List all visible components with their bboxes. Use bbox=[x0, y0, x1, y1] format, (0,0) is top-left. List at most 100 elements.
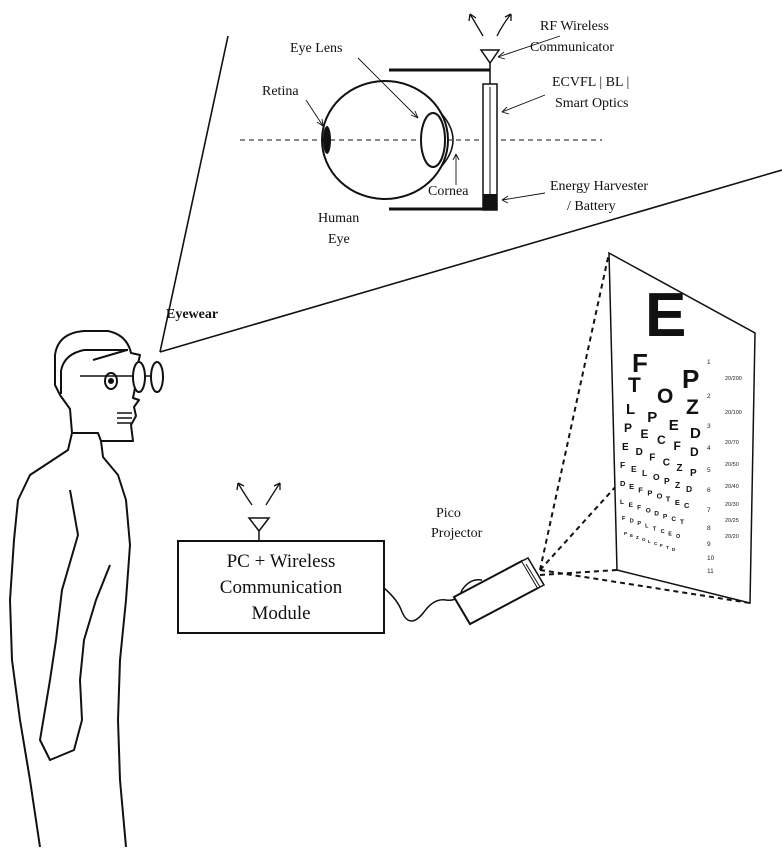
signal-wave-icon bbox=[237, 482, 253, 506]
eye-chart-acuity-value: 20/70 bbox=[725, 440, 739, 446]
eye-chart-acuity-value: 20/30 bbox=[725, 502, 739, 508]
eye-chart-letter: E bbox=[629, 482, 634, 491]
eye-chart-row-number: 6 bbox=[707, 487, 711, 494]
eye-chart-letter: D bbox=[654, 510, 659, 517]
pico-label: Pico bbox=[436, 506, 461, 521]
body-back-outline bbox=[9, 432, 73, 848]
rf-wireless-label: RF Wireless bbox=[540, 19, 609, 34]
eyewear-label: Eyewear bbox=[166, 307, 218, 322]
eye-chart-row-number: 4 bbox=[707, 445, 711, 452]
eye-chart-letter: O bbox=[676, 534, 681, 540]
signal-wave-icon bbox=[469, 13, 484, 37]
eye-chart-letter: F bbox=[649, 452, 655, 463]
retina-label: Retina bbox=[262, 84, 299, 99]
pc-module: PC + Wireless Communication Module bbox=[177, 482, 385, 634]
eye-chart-letter: O bbox=[646, 508, 651, 515]
projector-cable bbox=[383, 578, 483, 622]
cornea-shape bbox=[439, 111, 454, 169]
eye-chart-letter: C bbox=[654, 541, 658, 546]
eye-chart-letter: P bbox=[663, 513, 668, 520]
eye-chart-letter: D bbox=[636, 447, 643, 458]
eye-inset: RF Wireless Communicator Eye Lens Retina… bbox=[240, 13, 648, 247]
eye-chart-letter: D bbox=[672, 547, 676, 552]
projector-lens bbox=[521, 557, 546, 589]
eye-chart-letter: P bbox=[637, 521, 641, 527]
eye-chart-letter: P bbox=[624, 421, 632, 435]
person-figure bbox=[9, 330, 164, 848]
eye-chart-letter: O bbox=[653, 472, 660, 482]
antenna-icon bbox=[479, 49, 501, 65]
eyewear-lens bbox=[132, 361, 146, 393]
eye-chart-letter: T bbox=[628, 374, 641, 397]
energy-harvester-label-2: / Battery bbox=[567, 199, 616, 214]
antenna-icon bbox=[247, 517, 271, 533]
arm-outline bbox=[39, 489, 111, 761]
eye-chart-letter: C bbox=[684, 501, 690, 510]
optics-label: ECVFL | BL | bbox=[552, 75, 629, 90]
eye-chart-acuity-value: 20/20 bbox=[725, 534, 739, 540]
eye-chart-row-number: 1 bbox=[707, 359, 711, 366]
eye-chart-row-number: 9 bbox=[707, 541, 711, 548]
eye-chart-letter: P bbox=[624, 531, 627, 536]
eye-chart-letter: L bbox=[645, 524, 649, 530]
eye-chart-letter: F bbox=[622, 516, 626, 522]
eye-chart-letter: T bbox=[680, 519, 684, 526]
signal-wave-icon bbox=[265, 482, 281, 506]
eye-chart-letter: D bbox=[690, 445, 699, 459]
eye-chart-letter: Z bbox=[636, 535, 639, 540]
person-eye bbox=[104, 372, 118, 390]
eye-chart-letter: C bbox=[657, 433, 666, 447]
eye-chart-letter: P bbox=[690, 468, 697, 479]
eye-chart-letter: E bbox=[622, 442, 629, 453]
eye-chart-letter: O bbox=[642, 537, 646, 542]
eye-lens-shape bbox=[420, 112, 446, 168]
pc-label-line2: Communication bbox=[220, 577, 343, 598]
pc-label-line3: Module bbox=[251, 603, 310, 624]
eye-chart-letter: F bbox=[632, 348, 648, 378]
eye-chart-letter: C bbox=[663, 458, 670, 469]
eye-chart-letter: P bbox=[647, 409, 657, 426]
view-line-lower bbox=[159, 169, 782, 353]
battery-shape bbox=[483, 194, 497, 210]
pc-box bbox=[177, 540, 385, 634]
eye-chart-letter: E bbox=[669, 417, 679, 434]
eye-chart-row-number: 2 bbox=[707, 393, 711, 400]
eye-chart-letter: Z bbox=[686, 396, 699, 419]
human-eye-label: Human bbox=[318, 211, 359, 226]
eye-chart-row-number: 5 bbox=[707, 467, 711, 474]
pc-label-line1: PC + Wireless bbox=[227, 551, 336, 572]
eye-chart-letter: P bbox=[647, 488, 652, 497]
eye-chart-acuity-value: 20/100 bbox=[725, 410, 742, 416]
body-front-outline bbox=[100, 440, 131, 848]
pico-projector bbox=[452, 557, 546, 626]
eye-chart-letter: D bbox=[690, 425, 701, 442]
eye-chart-letter: L bbox=[648, 539, 651, 544]
eye-chart-letter: E bbox=[631, 464, 637, 474]
eye-chart-letter: D bbox=[686, 484, 692, 494]
eye-chart-letter: P bbox=[664, 476, 670, 486]
eye-chart-letter: F bbox=[637, 505, 641, 512]
eye-chart-row-number: 7 bbox=[707, 507, 711, 514]
eye-lens-label: Eye Lens bbox=[290, 41, 342, 56]
eye-chart-letter: O bbox=[657, 385, 673, 408]
eye-chart-letter: C bbox=[661, 529, 665, 535]
retina-shape bbox=[323, 126, 331, 154]
eye-chart-row-number: 8 bbox=[707, 525, 711, 532]
projection-cone bbox=[539, 252, 756, 604]
eye-chart-letter: E bbox=[645, 281, 686, 350]
eye-chart-acuity-value: 20/40 bbox=[725, 484, 739, 490]
eye-chart-letter: Z bbox=[676, 463, 682, 474]
eye-chart-letter: C bbox=[671, 516, 676, 523]
eye-chart-letter: D bbox=[630, 519, 634, 525]
eye-chart-letter: L bbox=[642, 468, 647, 478]
eye-chart-acuity-value: 20/50 bbox=[725, 462, 739, 468]
eye-chart-letter: F bbox=[638, 485, 643, 494]
eye-chart-letter: L bbox=[626, 401, 635, 418]
eye-chart-letter: Z bbox=[675, 480, 680, 490]
pico-label-2: Projector bbox=[431, 526, 483, 541]
eye-chart-letter: D bbox=[620, 479, 626, 488]
